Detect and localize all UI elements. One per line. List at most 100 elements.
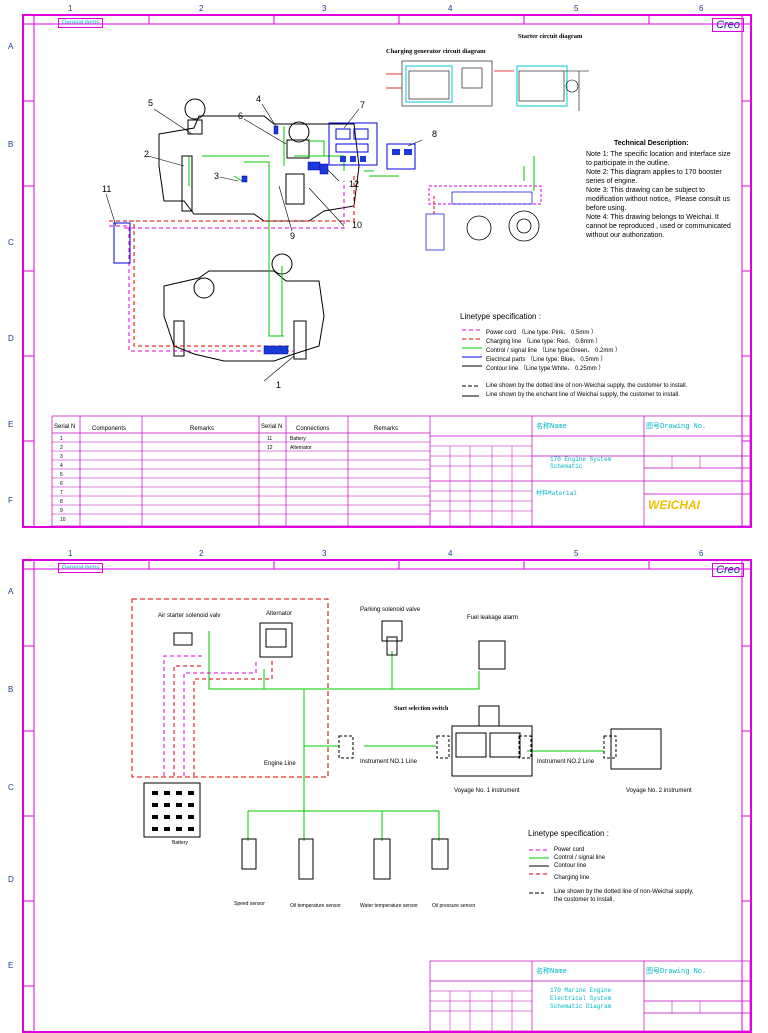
bom-cell: 10 bbox=[60, 517, 66, 523]
legend-contour-line-2: Contour line bbox=[554, 863, 587, 869]
oil-temp-sensor-label: Oil temperature sensor bbox=[290, 903, 341, 909]
speed-sensor-label: Speed sensor bbox=[234, 901, 265, 907]
callout-10: 10 bbox=[352, 220, 363, 230]
bom-cell: 4 bbox=[60, 463, 63, 469]
frame-col-1: 1 bbox=[68, 4, 73, 13]
col-remarks-2: Remarks bbox=[374, 426, 399, 432]
col-remarks: Remarks bbox=[190, 426, 215, 432]
frame-col-5: 5 bbox=[574, 549, 579, 558]
material-label: 材料Material bbox=[536, 490, 577, 497]
callout-5: 5 bbox=[148, 98, 154, 108]
frame-col-3: 3 bbox=[322, 549, 327, 558]
parking-valve-label: Parking solenoid valve bbox=[360, 607, 421, 613]
oil-pressure-sensor-label: Oil pressure sensor bbox=[432, 903, 476, 909]
bom-cell: Alternator bbox=[290, 445, 312, 451]
bom-cell: 6 bbox=[60, 481, 63, 487]
frame-row-d: D bbox=[8, 875, 14, 884]
marine-schematic-drawing bbox=[24, 561, 750, 1031]
callout-6: 6 bbox=[238, 111, 244, 121]
name-label: 名称Name bbox=[536, 423, 567, 431]
frame-col-2: 2 bbox=[199, 549, 204, 558]
frame-row-e: E bbox=[8, 961, 14, 970]
note-line: Note 4: This drawing belongs to Weichai.… bbox=[586, 214, 719, 221]
drawing-sheet-1: General items Creo bbox=[8, 4, 752, 528]
tech-description-heading: Technical Description: bbox=[614, 140, 689, 147]
drawing-sheet-2: General items Creo bbox=[8, 549, 752, 1033]
alternator-label: Alternator bbox=[266, 611, 293, 617]
frame-row-c: C bbox=[8, 238, 14, 247]
frame-row-f: F bbox=[8, 496, 13, 505]
engine-line-label: Engine Line bbox=[264, 761, 296, 767]
voyage-1-label: Voyage No. 1 instrument bbox=[454, 788, 520, 794]
battery-label: Battery bbox=[172, 840, 188, 846]
legend-contour-line: Contour line （Line type:White、 0.25mm ） bbox=[486, 366, 605, 372]
general-note-box-2: General items bbox=[58, 563, 104, 573]
drawing-title-2c: Schematic Diagram bbox=[550, 1003, 612, 1010]
note-line: Note 2: This diagram applies to 170 boos… bbox=[586, 169, 722, 176]
note-line: series of engine. bbox=[586, 178, 638, 185]
air-starter-label: Air starter solenoid valv bbox=[158, 613, 221, 619]
supply-note-2b: the customer to install. bbox=[554, 897, 615, 903]
note-line: without our authorization. bbox=[586, 232, 665, 239]
water-temp-sensor-label: Water temperature sensor bbox=[360, 903, 418, 909]
note-line: to participate in the outline. bbox=[586, 160, 670, 167]
bom-cell: 3 bbox=[60, 454, 63, 460]
legend-control-line-2: Control / signal line bbox=[554, 855, 606, 861]
note-line: before using. bbox=[586, 205, 627, 212]
supply-note-dotted: Line shown by the dotted line of non-Wei… bbox=[486, 383, 688, 389]
col-serial-2: Serial N bbox=[261, 424, 283, 430]
frame-row-a: A bbox=[8, 587, 14, 596]
drawing-title: 170 Engine System Schematic bbox=[550, 456, 612, 470]
note-line: Note 1: The specific location and interf… bbox=[586, 151, 731, 158]
fuel-leak-label: Fuel leakage alarm bbox=[467, 615, 519, 621]
frame-col-5: 5 bbox=[574, 4, 579, 13]
frame-row-e: E bbox=[8, 420, 14, 429]
callout-12: 12 bbox=[349, 179, 360, 189]
callout-9: 9 bbox=[290, 231, 296, 241]
bom-cell: 2 bbox=[60, 445, 63, 451]
col-serial: Serial N bbox=[54, 424, 76, 430]
callout-1: 1 bbox=[276, 380, 282, 390]
supply-note-2a: Line shown by the dotted line of non-Wei… bbox=[554, 889, 694, 895]
charging-diagram-title: Charging generator circuit diagram bbox=[386, 48, 486, 55]
frame-col-6: 6 bbox=[699, 4, 704, 13]
legend-electrical-parts: Electrical parts （Line type: Blue、 0.5mm… bbox=[486, 357, 607, 363]
bom-cell: 9 bbox=[60, 508, 63, 514]
instrument-1-line-label: Instrument NO.1 Line bbox=[360, 759, 418, 765]
bom-cell: 8 bbox=[60, 499, 63, 505]
frame-col-1: 1 bbox=[68, 549, 73, 558]
general-note-box: General items bbox=[58, 18, 104, 28]
starter-diagram-title: Starter circuit diagram bbox=[518, 33, 583, 40]
bom-cell: 11 bbox=[267, 436, 273, 442]
callout-11: 11 bbox=[102, 184, 112, 194]
frame-row-d: D bbox=[8, 334, 14, 343]
drawing-title-2b: Electrical System bbox=[550, 995, 612, 1002]
frame-row-b: B bbox=[8, 685, 14, 694]
drawing-no-label-2: 图号Drawing No. bbox=[646, 968, 707, 976]
supply-note-solid: Line shown by the enchant line of Weicha… bbox=[486, 392, 680, 398]
engine-schematic-drawing bbox=[24, 16, 750, 526]
frame-row-c: C bbox=[8, 783, 14, 792]
drawing-no-label: 图号Drawing No. bbox=[646, 423, 707, 431]
legend-power-cord: Power cord （Line type: Pink、 0.5mm ） bbox=[486, 330, 598, 336]
frame-col-2: 2 bbox=[199, 4, 204, 13]
linetype-title-2: Linetype specification : bbox=[528, 829, 609, 838]
instrument-2-line-label: Instrument NO.2 Line bbox=[537, 759, 595, 765]
note-line: cannot be reproduced , used or communica… bbox=[586, 223, 731, 230]
name-label-2: 名称Name bbox=[536, 968, 567, 976]
bom-cell: 1 bbox=[60, 436, 63, 442]
creo-logo-2: Creo bbox=[712, 563, 744, 577]
callout-4: 4 bbox=[256, 94, 262, 104]
legend-power-cord-2: Power cord bbox=[554, 847, 585, 853]
creo-logo: Creo bbox=[712, 18, 744, 32]
tech-notes: Note 1: The specific location and interf… bbox=[586, 150, 731, 240]
bom-cell: Battery bbox=[290, 436, 306, 442]
frame-row-b: B bbox=[8, 140, 14, 149]
frame-col-4: 4 bbox=[448, 549, 453, 558]
legend-control-line: Control / signal line （Line type:Green、 … bbox=[486, 348, 622, 354]
col-components: Components bbox=[92, 426, 127, 432]
frame-row-a: A bbox=[8, 42, 14, 51]
bom-cell: 5 bbox=[60, 472, 63, 478]
legend-charging-line-2: Charging line bbox=[554, 875, 590, 881]
frame-col-3: 3 bbox=[322, 4, 327, 13]
